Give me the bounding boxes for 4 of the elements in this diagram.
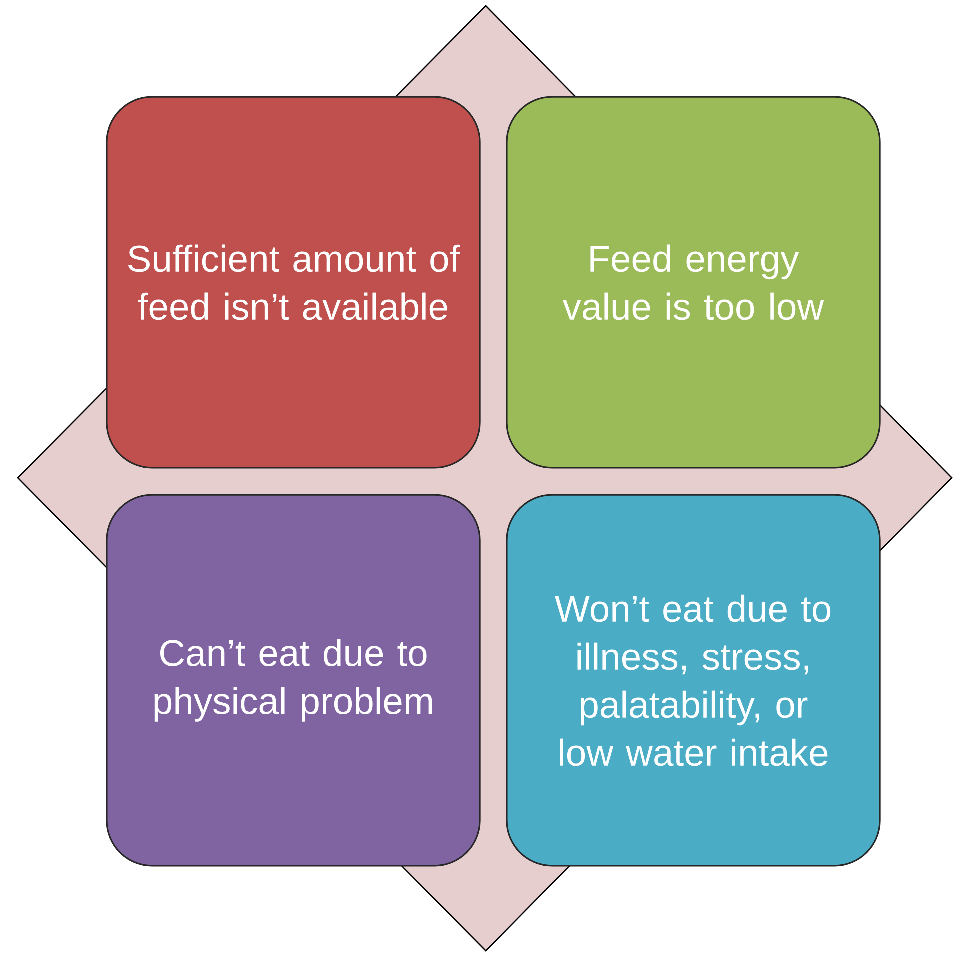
rounded-box: Sufficient amount of feed isn’t available xyxy=(106,96,481,469)
rounded-box: Feed energy value is too low xyxy=(506,96,881,469)
rounded-box: Can’t eat due to physical problem xyxy=(106,494,481,867)
rounded-box: Won’t eat due to illness, stress, palatability, or low water intake xyxy=(506,494,881,867)
